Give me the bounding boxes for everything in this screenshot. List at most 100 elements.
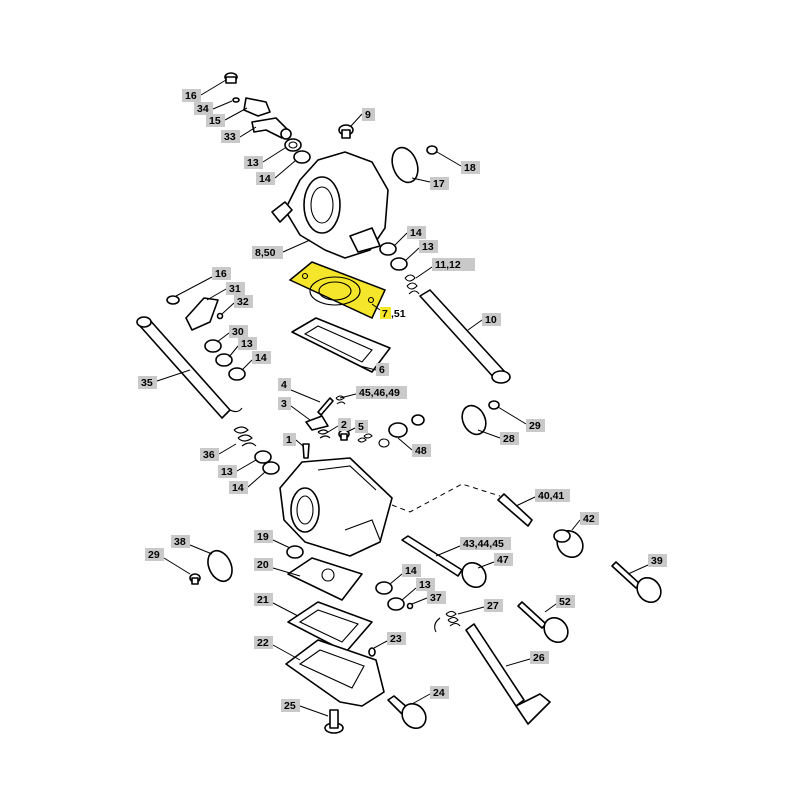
svg-text:35: 35 — [141, 377, 153, 389]
svg-text:13: 13 — [422, 241, 434, 253]
part-32-pin — [216, 312, 224, 320]
part-14-ring-right — [379, 242, 397, 256]
svg-text:2: 2 — [341, 419, 347, 431]
part-45-spring — [335, 395, 346, 405]
part-21-gasket — [287, 601, 373, 653]
label-4: 4 — [278, 378, 321, 403]
svg-text:13: 13 — [419, 579, 431, 591]
part-35-choke-shaft — [136, 316, 243, 419]
svg-text:11,12: 11,12 — [435, 259, 461, 271]
label-48: 48 — [397, 437, 431, 457]
label-29-left: 29 — [145, 548, 191, 575]
part-22-cover — [285, 639, 385, 707]
part-29-screw-left — [189, 573, 201, 585]
part-19-screen — [286, 545, 304, 559]
part-48-ring — [411, 414, 425, 426]
part-48-plug — [388, 422, 408, 438]
svg-text:32: 32 — [237, 296, 249, 308]
part-4-pin — [317, 397, 334, 416]
svg-text:23: 23 — [390, 633, 402, 645]
part-40-needle — [497, 493, 533, 527]
label-16-left: 16 — [175, 267, 231, 297]
svg-text:16: 16 — [185, 90, 197, 102]
part-29-screw — [488, 400, 500, 410]
part-33-fitting — [251, 117, 292, 140]
part-27-spring — [445, 610, 461, 627]
svg-text:39: 39 — [651, 555, 663, 567]
part-1-needle — [302, 443, 310, 459]
part-36-spring — [233, 426, 257, 447]
label-14-lower: 14 — [229, 471, 266, 494]
label-33: 33 — [221, 126, 257, 143]
part-47-cap — [461, 561, 487, 589]
label-13-lower: 13 — [218, 459, 257, 478]
label-18: 18 — [436, 151, 480, 174]
svg-text:13: 13 — [221, 466, 233, 478]
part-3-lever — [305, 415, 329, 431]
svg-text:28: 28 — [503, 433, 515, 445]
part-10-shaft — [419, 289, 511, 384]
label-20: 20 — [254, 558, 301, 577]
svg-text:14: 14 — [410, 227, 422, 239]
svg-text:18: 18 — [464, 162, 476, 174]
svg-text:38: 38 — [174, 536, 186, 548]
label-13-left: 13 — [228, 337, 257, 358]
svg-text:47: 47 — [497, 554, 509, 566]
label-3: 3 — [278, 397, 311, 421]
label-2: 2 — [327, 418, 351, 433]
label-23: 23 — [373, 632, 406, 649]
label-19: 19 — [254, 530, 291, 549]
part-16-screw — [224, 72, 238, 84]
dashed-guide-line — [391, 483, 501, 513]
svg-text:40,41: 40,41 — [538, 490, 564, 502]
label-9: 9 — [350, 108, 375, 127]
svg-text:24: 24 — [433, 687, 445, 699]
part-6-gasket — [291, 317, 391, 373]
svg-text:10: 10 — [485, 314, 497, 326]
label-11-12: 11,12 — [415, 258, 475, 279]
part-14-ring-left — [228, 367, 246, 381]
svg-text:7: 7 — [382, 308, 388, 320]
part-13-bushing-lower — [254, 450, 272, 464]
svg-text:48: 48 — [415, 445, 427, 457]
label-14-right: 14 — [393, 226, 426, 247]
label-43-44-45: 43,44,45 — [435, 537, 511, 557]
label-15: 15 — [206, 107, 248, 127]
label-25: 25 — [281, 699, 329, 717]
label-26: 26 — [505, 651, 549, 667]
svg-text:9: 9 — [365, 109, 371, 121]
part-52-adjusting-screw — [517, 601, 569, 644]
label-36: 36 — [200, 443, 237, 461]
label-10: 10 — [467, 313, 501, 331]
label-14-left: 14 — [241, 351, 271, 371]
label-6: 6 — [359, 363, 389, 376]
part-26-lever-shaft — [465, 623, 551, 725]
svg-text:8,50: 8,50 — [255, 247, 276, 259]
label-39: 39 — [627, 554, 667, 575]
part-11-spring — [404, 274, 420, 295]
part-39-adjusting-screw — [611, 561, 662, 604]
part-7-gasket-highlighted — [288, 261, 387, 319]
part-9-screw — [338, 124, 354, 139]
svg-text:13: 13 — [247, 157, 259, 169]
part-18-screw — [426, 145, 438, 155]
svg-text:14: 14 — [405, 565, 417, 577]
part-31-bracket — [185, 297, 219, 331]
part-14-ring — [293, 150, 311, 164]
svg-text:3: 3 — [281, 398, 287, 410]
svg-text:29: 29 — [529, 420, 541, 432]
label-28: 28 — [477, 429, 519, 445]
label-37: 37 — [411, 591, 446, 605]
svg-text:37: 37 — [430, 592, 442, 604]
part-15-plate — [243, 97, 271, 117]
part-30-bushing — [204, 339, 222, 353]
svg-text:31: 31 — [229, 283, 241, 295]
svg-text:36: 36 — [203, 449, 215, 461]
part-13-bushing-right — [390, 257, 408, 271]
svg-text:43,44,45: 43,44,45 — [463, 538, 504, 550]
label-13-top: 13 — [244, 147, 286, 169]
label-29-top: 29 — [497, 406, 545, 432]
svg-text:20: 20 — [257, 559, 269, 571]
label-22: 22 — [254, 636, 301, 661]
